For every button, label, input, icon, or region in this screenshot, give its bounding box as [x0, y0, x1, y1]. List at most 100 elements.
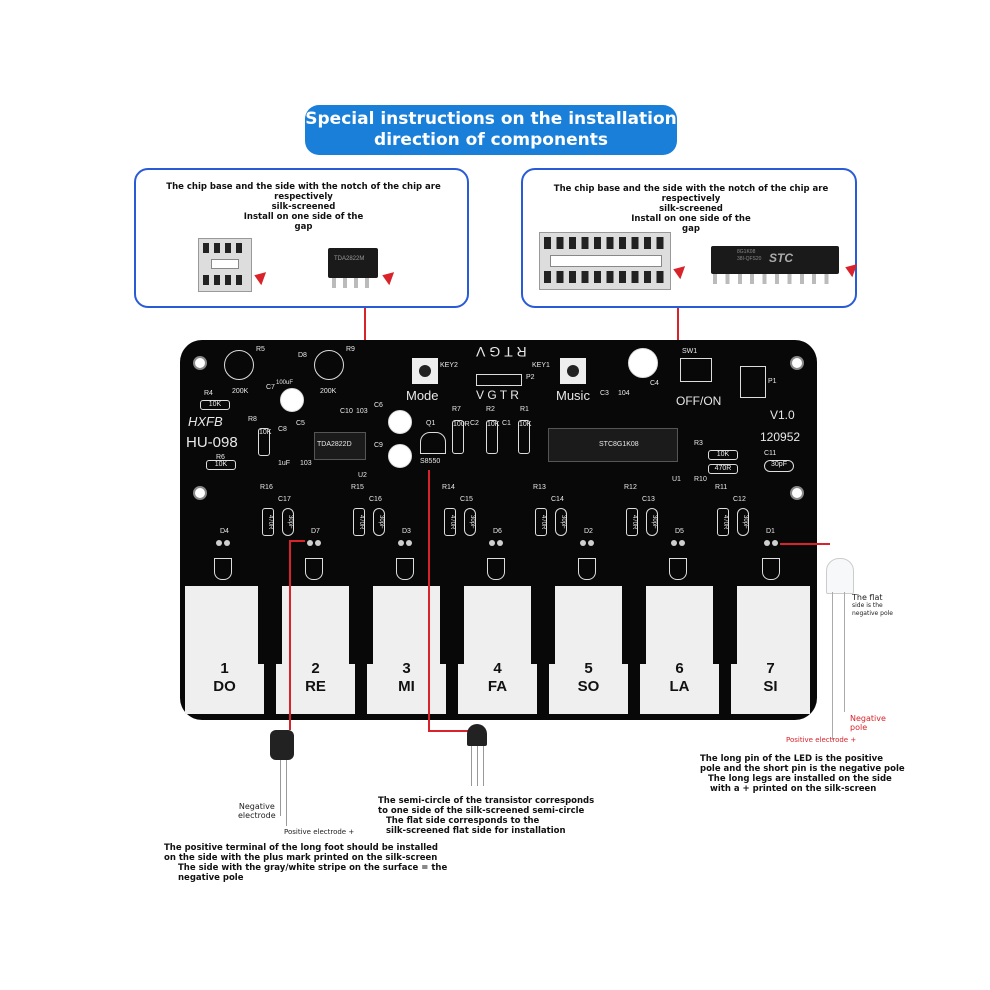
led-short-lead: [844, 592, 845, 712]
solder-pad: [580, 540, 586, 546]
transistor-caption: The semi-circle of the transistor corres…: [378, 796, 595, 836]
pot-r5[interactable]: [224, 350, 254, 380]
resistor: 470R: [535, 508, 547, 536]
dip20-socket: [539, 232, 671, 290]
mount-hole: [193, 486, 207, 500]
c6-label: C6: [374, 402, 383, 409]
mount-hole: [193, 356, 207, 370]
capacitor-label: C17: [278, 496, 291, 503]
resistor-label: R16: [260, 484, 273, 491]
c3-value: 104: [618, 390, 630, 397]
notch-arrow-icon: [379, 268, 395, 286]
key-note: MI: [398, 678, 415, 695]
key-gap: [713, 586, 737, 664]
d8-label: D8: [298, 352, 307, 359]
capacitor: 30pF: [282, 508, 294, 536]
cap-c4: [628, 348, 658, 378]
pcb-logo: HXFB: [188, 414, 223, 429]
c7-value: 100uF: [276, 380, 294, 386]
r2-resistor: 10K: [486, 420, 499, 454]
banner-line-2: direction of components: [374, 130, 608, 150]
cap-lead: [280, 760, 281, 816]
solder-pad: [671, 540, 677, 546]
key-note: SI: [763, 678, 778, 695]
pot-r9[interactable]: [314, 350, 344, 380]
piano-key-la[interactable]: [640, 586, 719, 714]
dip8-chip-pins: [332, 278, 374, 288]
u1-label: U1: [672, 476, 681, 483]
r9-value: 200K: [320, 388, 337, 395]
right-chip-instruction-box: The chip base and the side with the notc…: [521, 168, 858, 308]
key-number: 6: [675, 660, 684, 677]
solder-pad: [406, 540, 412, 546]
piano-key-so[interactable]: [549, 586, 628, 714]
r6-label: R6: [216, 454, 225, 461]
key-note: RE: [305, 678, 326, 695]
offon-label: OFF/ON: [676, 394, 722, 408]
u2-label: U2: [358, 472, 367, 479]
key-number: 1: [220, 660, 229, 677]
key2-label: KEY2: [440, 362, 458, 369]
capacitor: 30pF: [737, 508, 749, 536]
cap-pointer-line: [289, 540, 305, 542]
key-number: 3: [402, 660, 411, 677]
led-footprint: [305, 558, 323, 580]
key-note: LA: [669, 678, 690, 695]
r5-value: 200K: [232, 388, 249, 395]
resistor: 470R: [262, 508, 274, 536]
solder-pad: [772, 540, 778, 546]
chip-u1: STC8G1K08: [548, 428, 678, 462]
solder-pad: [764, 540, 770, 546]
r4-label: R4: [204, 390, 213, 397]
piano-key-do[interactable]: [185, 586, 264, 714]
power-connector-p1: [740, 366, 766, 398]
pcb-brand: RTGV: [472, 344, 527, 360]
piano-key-mi[interactable]: [367, 586, 446, 714]
key-note: SO: [577, 678, 600, 695]
c10-label: C10: [340, 408, 353, 415]
piano-key-si[interactable]: [731, 586, 810, 714]
capacitor-label: C12: [733, 496, 746, 503]
cap-c7: [280, 388, 304, 412]
c1-label: C1: [502, 420, 511, 427]
key-gap: [440, 586, 464, 664]
sw1-label: SW1: [682, 348, 698, 355]
solder-pad: [679, 540, 685, 546]
capacitor-label: C16: [369, 496, 382, 503]
resistor: 470R: [353, 508, 365, 536]
mode-key-button[interactable]: [412, 358, 438, 384]
capacitor-label: C14: [551, 496, 564, 503]
key-gap: [531, 586, 555, 664]
cap-c9: [388, 444, 412, 468]
cap-pointer-line: [289, 540, 291, 730]
capacitor-label: C13: [642, 496, 655, 503]
diode-label: D3: [402, 528, 411, 535]
solder-pad: [315, 540, 321, 546]
power-switch[interactable]: [680, 358, 712, 382]
transistor-pointer-line: [428, 470, 430, 732]
p2-label: P2: [526, 374, 535, 381]
c7-label: C7: [266, 384, 275, 391]
music-key-button[interactable]: [560, 358, 586, 384]
led-footprint: [214, 558, 232, 580]
c11-label: C11: [764, 450, 777, 457]
left-box-text: The chip base and the side with the notc…: [166, 182, 441, 232]
pcb-board: HXFB HU-098 RTGV V1.0 120952 Mode Music …: [180, 340, 817, 720]
led-negative-label: Negative pole: [850, 714, 886, 732]
key1-label: KEY1: [532, 362, 550, 369]
piano-key-fa[interactable]: [458, 586, 537, 714]
c8-label: C8: [278, 426, 287, 433]
diode-label: D5: [675, 528, 684, 535]
pcb-model: HU-098: [186, 434, 238, 451]
capacitor: 30pF: [373, 508, 385, 536]
diode-label: D7: [311, 528, 320, 535]
c8-value: 1uF: [278, 460, 291, 467]
solder-pad: [216, 540, 222, 546]
led-footprint: [396, 558, 414, 580]
led-footprint: [762, 558, 780, 580]
resistor: 470R: [444, 508, 456, 536]
r10-resistor: 470R: [708, 464, 738, 474]
